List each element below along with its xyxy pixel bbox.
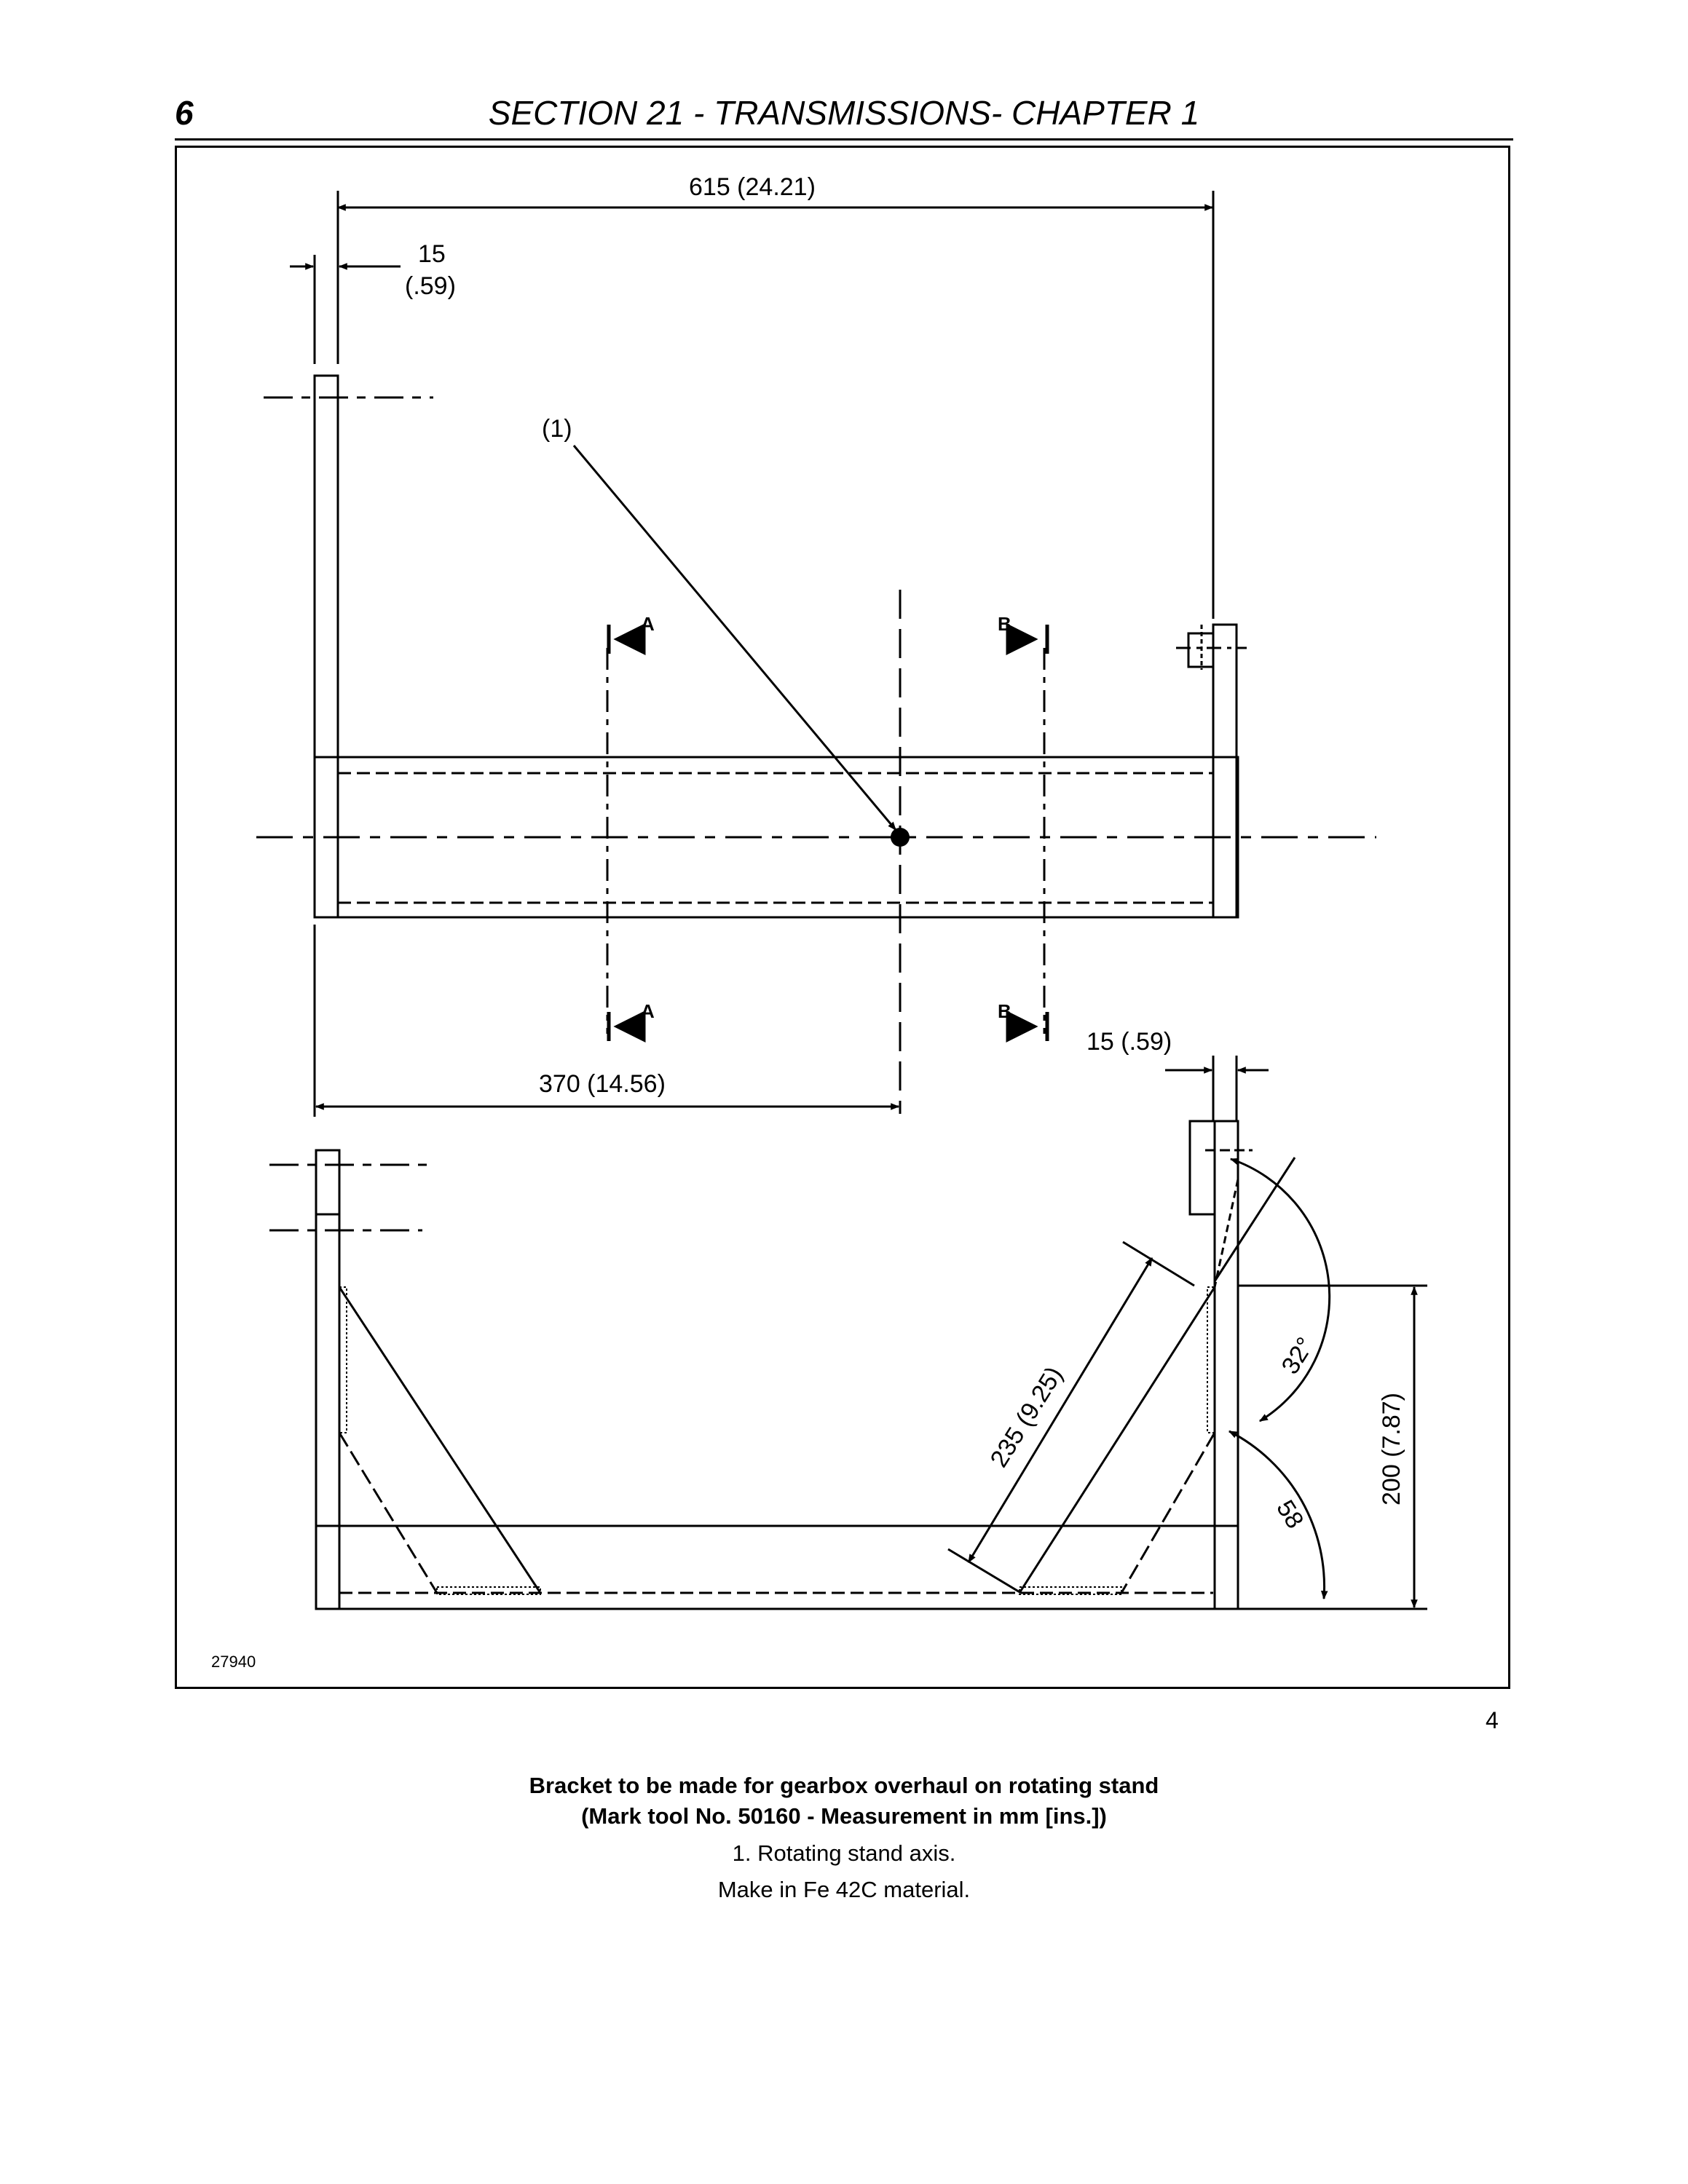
section-title: SECTION 21 - TRANSMISSIONS- CHAPTER 1: [488, 94, 1200, 132]
dim-line-235: [967, 1257, 1153, 1564]
caption-note-material: Make in Fe 42C material.: [717, 1877, 971, 1902]
dim-label-200: 200 (7.87): [1378, 1393, 1405, 1506]
section-label-a-top: A: [641, 613, 655, 635]
dim-label-15-right: 15 (.59): [1086, 1028, 1172, 1056]
dim-label-615: 615 (24.21): [689, 173, 816, 201]
angle-label-32: 32°: [1277, 1332, 1320, 1379]
left-plate-side-view: [315, 1149, 341, 1610]
section-label-b-top: B: [998, 613, 1011, 635]
header-rule: [175, 138, 1513, 141]
dim-label-370: 370 (14.56): [539, 1070, 666, 1098]
angle-arc-58: [1228, 1430, 1328, 1600]
dim-label-15-top-in: (.59): [405, 272, 456, 300]
section-label-a-bottom: A: [641, 1000, 655, 1022]
figure-frame: [175, 146, 1510, 1689]
page-number: 6: [175, 94, 194, 132]
base-side-view: [315, 1524, 1239, 1610]
caption-note-axis: 1. Rotating stand axis.: [732, 1840, 956, 1866]
figure-number: 4: [1486, 1707, 1499, 1733]
left-plate-top-view: [313, 374, 339, 919]
drawing-id: 27940: [211, 1653, 256, 1671]
axis-center-dot: [891, 828, 910, 847]
callout-leader-1: [572, 445, 897, 831]
dim-label-15-top: 15: [418, 240, 446, 268]
angle-label-58: 58: [1271, 1495, 1309, 1533]
callout-label-1: (1): [542, 415, 572, 443]
caption-title: Bracket to be made for gearbox overhaul …: [529, 1773, 1159, 1798]
main-beam-top-view: [313, 756, 1239, 919]
caption-subtitle: (Mark tool No. 50160 - Measurement in mm…: [581, 1803, 1107, 1829]
angle-arc-32: [1229, 1158, 1331, 1423]
section-label-b-bottom: B: [998, 1000, 1011, 1022]
right-plate-top-view: [1212, 623, 1238, 919]
